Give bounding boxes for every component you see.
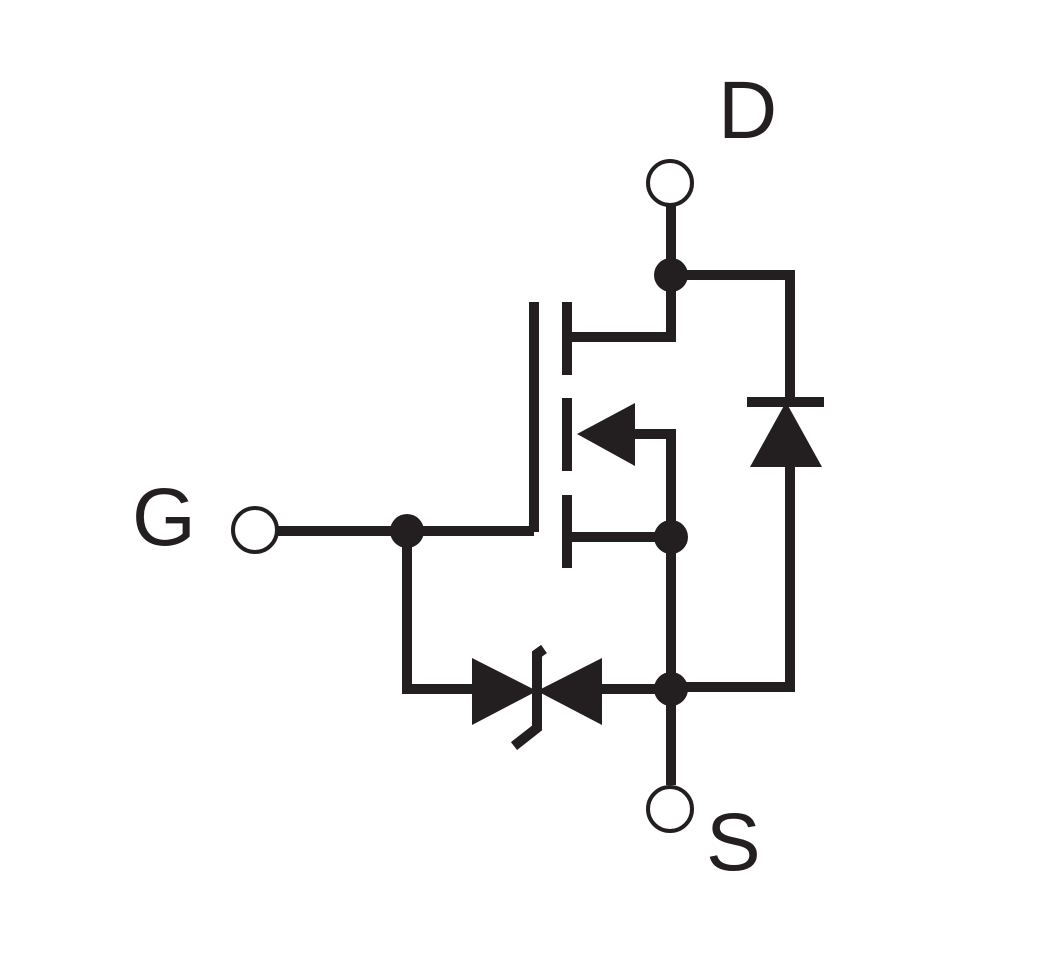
zener-diode-left-triangle xyxy=(472,658,537,725)
body-diode-bottom-wire xyxy=(671,467,795,692)
drain-label: D xyxy=(718,65,777,156)
zener-cathode-bar xyxy=(510,644,547,750)
body-connection-wire xyxy=(633,429,676,537)
channel-source-junction-dot xyxy=(654,520,688,554)
source-terminal xyxy=(646,785,694,833)
zener-diode-right-triangle xyxy=(537,658,602,725)
body-arrow xyxy=(577,403,635,466)
gate-protection-wire xyxy=(402,531,476,694)
source-label: S xyxy=(706,797,761,888)
body-diode-top-wire xyxy=(671,270,795,400)
gate-terminal xyxy=(231,506,279,554)
drain-to-channel-wire xyxy=(567,275,676,342)
gate-junction-dot xyxy=(390,514,424,548)
body-diode-triangle xyxy=(750,402,822,467)
source-junction-dot xyxy=(654,672,688,706)
gate-label: G xyxy=(132,472,196,563)
drain-junction-dot xyxy=(654,258,688,292)
drain-terminal xyxy=(646,159,694,207)
